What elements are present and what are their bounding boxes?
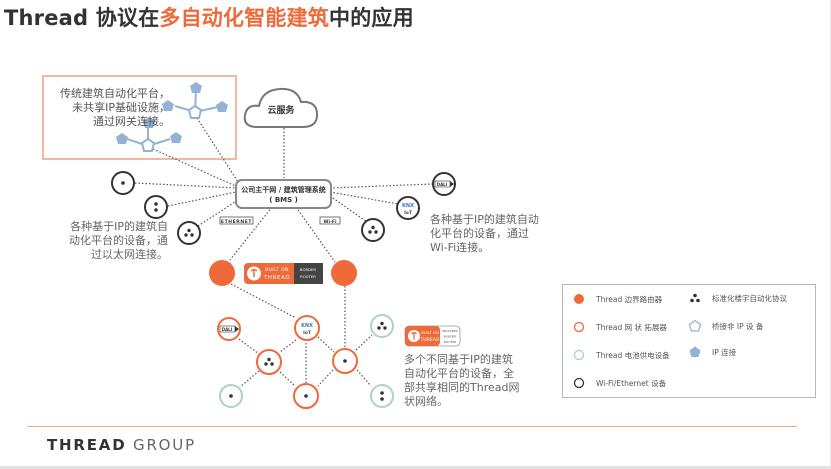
link-knx-m2 <box>317 336 335 353</box>
pentagon-outline-icon <box>187 104 203 119</box>
legacy-platform-text: 传统建筑自动化平台， 未共享IP基础设施， 通过网关连接。 <box>60 87 170 128</box>
thread-group-logo: THREAD GROUP <box>47 436 196 454</box>
battery-device-3 <box>370 384 394 408</box>
built-on-thread-requires-badge: BUILT ON THREAD REQUIRES BORDER ROUTER <box>404 325 461 347</box>
filled-orange-circle-icon <box>574 294 584 304</box>
svg-text:DALI: DALI <box>222 327 233 332</box>
svg-text:Wi-Fi: Wi-Fi <box>324 219 337 225</box>
svg-text:ROUTER: ROUTER <box>300 274 316 279</box>
logo-bold: THREAD <box>47 436 127 454</box>
dali-label: DALI <box>437 182 448 187</box>
page-title: Thread 协议在多自动化智能建筑中的应用 <box>4 2 414 32</box>
legend: Thread 边界路由器 Thread 网 状 拓展器 Thread 电池供电设… <box>562 284 816 398</box>
ethernet-tag: ETHERNET <box>219 216 254 225</box>
bms-label-line1: 公司主干网 / 建筑管理系统 <box>241 185 325 194</box>
link-m1-b <box>279 371 295 386</box>
mesh-extender-2 <box>332 348 358 374</box>
link-br1-knx <box>230 283 297 319</box>
legacy-hub-1 <box>162 82 228 119</box>
bms-label-line2: ( BMS ) <box>269 196 298 204</box>
link-bms-br2 <box>295 206 336 263</box>
border-router-1 <box>209 260 235 286</box>
mesh-description: 多个不同基于IP的建筑 自动化平台的设备，全 部共享相同的Thread网 状网络… <box>404 353 520 408</box>
legend-item-wifi-ethernet: Wi-Fi/Ethernet 设备 <box>572 376 666 390</box>
ethernet-device-1 <box>111 171 135 195</box>
svg-text:BUILT ON: BUILT ON <box>265 267 289 273</box>
svg-text:BORDER: BORDER <box>444 335 457 339</box>
title-prefix: Thread 协议在 <box>4 6 160 30</box>
legend-item-protocol: 标准化楼宇自动化协议 <box>688 291 787 305</box>
mesh-dali-device: DALI <box>217 317 241 341</box>
bms-box: 公司主干网 / 建筑管理系统 ( BMS ) <box>235 179 332 209</box>
border-router-2 <box>331 260 357 286</box>
legend-item-bridge: 桥接非 IP 设 备 <box>688 319 763 333</box>
orange-ring-icon <box>573 321 585 333</box>
footer-divider <box>27 426 797 427</box>
link-bms-wifi3 <box>329 195 368 223</box>
mesh-extender-1 <box>256 349 282 375</box>
cloud-label: 云服务 <box>267 104 295 116</box>
cloud-icon <box>243 87 319 128</box>
pentagon-outline-icon <box>140 137 156 152</box>
legacy-hub-2 <box>116 117 182 152</box>
svg-text:BORDER: BORDER <box>300 267 316 272</box>
title-suffix: 中的应用 <box>329 6 414 30</box>
built-on-thread-border-router-badge: BUILT ON THREAD BORDER ROUTER <box>244 263 323 284</box>
link-knx-m1 <box>279 339 297 353</box>
ethernet-device-3 <box>177 221 201 245</box>
pentagon-filled-icon <box>689 346 701 357</box>
wifi-device-3 <box>361 218 385 242</box>
link-eth1-bms <box>134 182 237 189</box>
svg-text:ETHERNET: ETHERNET <box>221 219 252 225</box>
svg-text:ROUTER: ROUTER <box>444 340 456 344</box>
link-dali-m1 <box>238 338 260 355</box>
cloud-services: 云服务 <box>243 87 319 128</box>
ethernet-device-2 <box>144 195 168 219</box>
ethernet-description: 各种基于IP的建筑自 动化平台的设备，通 过以太网连接。 <box>69 220 168 261</box>
battery-device-2 <box>370 314 394 338</box>
three-dots-icon <box>690 293 700 303</box>
wifi-description: 各种基于IP的建筑自动 化平台的设备，通过 Wi-Fi连接。 <box>430 213 539 254</box>
svg-text:THREAD: THREAD <box>420 337 440 343</box>
green-ring-icon <box>573 349 585 361</box>
link-bms-knx <box>329 191 399 205</box>
battery-device-1 <box>219 384 243 408</box>
iot-label: IoT <box>404 210 413 216</box>
legacy-platform-box <box>42 75 237 160</box>
mesh-extender-3 <box>293 383 319 409</box>
black-ring-icon <box>573 377 585 389</box>
svg-text:THREAD: THREAD <box>263 275 290 281</box>
wifi-device-knx: KNX IoT <box>396 196 420 220</box>
legend-item-ip: IP 连接 <box>688 345 736 359</box>
link-hub1-bms <box>196 117 241 186</box>
svg-text:BUILT ON: BUILT ON <box>421 330 439 335</box>
svg-text:REQUIRES: REQUIRES <box>442 329 457 333</box>
link-bms-dali <box>329 183 433 189</box>
pentagon-outline-icon <box>688 319 702 332</box>
legend-item-border-router: Thread 边界路由器 <box>572 292 662 306</box>
knx-label: KNX <box>402 203 414 209</box>
link-m2-g2 <box>355 334 373 351</box>
wifi-tag: Wi-Fi <box>319 216 341 225</box>
legend-item-battery-device: Thread 电池供电设备 <box>572 348 670 362</box>
link-eth2-bms <box>167 191 237 207</box>
wifi-device-dali: DALI <box>432 172 456 196</box>
title-highlight: 多自动化智能建筑 <box>159 6 329 30</box>
link-bms-br1 <box>229 206 273 261</box>
page-border-bottom <box>0 466 831 469</box>
svg-text:IoT: IoT <box>303 330 312 336</box>
link-m2-g3 <box>356 369 372 387</box>
legend-item-mesh-extender: Thread 网 状 拓展器 <box>572 320 667 334</box>
svg-text:KNX: KNX <box>301 323 313 329</box>
logo-light: GROUP <box>133 436 196 454</box>
connection-lines <box>134 117 433 388</box>
link-m2-b <box>317 369 334 387</box>
link-eth3-bms <box>197 199 239 227</box>
link-m1-g1 <box>239 370 260 388</box>
mesh-knx-device: KNX IoT <box>294 315 320 341</box>
